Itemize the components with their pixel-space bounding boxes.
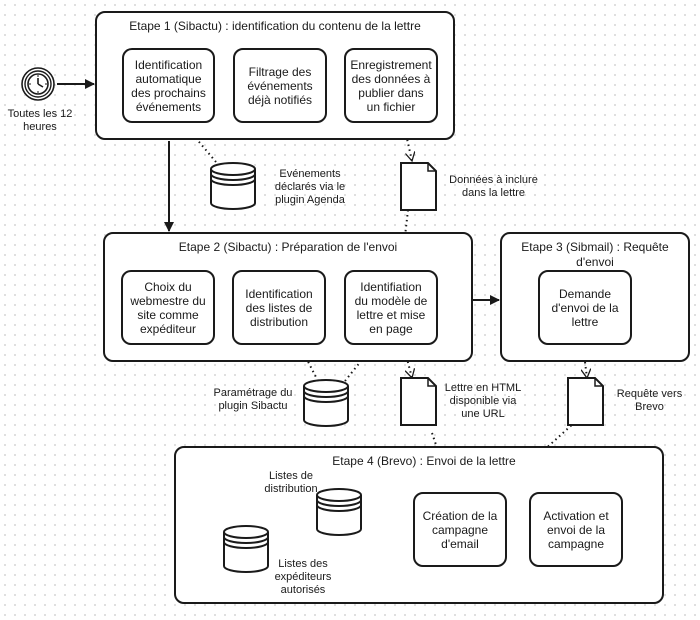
agenda-store-label: Evénements déclarés via le plugin Agenda bbox=[274, 168, 346, 206]
agenda-database-icon[interactable] bbox=[209, 161, 257, 211]
sibactu-settings-database-icon[interactable] bbox=[302, 378, 350, 428]
distribution-lists-database-icon[interactable] bbox=[315, 487, 363, 537]
timer-label: Toutes les 12 heures bbox=[7, 108, 73, 133]
task-identify-lists[interactable]: Identification des listes de distributio… bbox=[232, 270, 326, 345]
stage2-title: Etape 2 (Sibactu) : Préparation de l'env… bbox=[178, 240, 398, 254]
stage3-title: Etape 3 (Sibmail) : Requête d'envoi bbox=[521, 240, 669, 269]
task-filter-events[interactable]: Filtrage des événements déjà notifiés bbox=[233, 48, 327, 123]
html-letter-label: Lettre en HTML disponible via une URL bbox=[444, 382, 522, 420]
request-to-document-association bbox=[585, 361, 587, 378]
timer-start-event[interactable] bbox=[20, 66, 56, 102]
task-create-campaign[interactable]: Création de la campagne d'email bbox=[413, 492, 507, 567]
task-choose-sender[interactable]: Choix du webmestre du site comme expédit… bbox=[121, 270, 215, 345]
html-letter-document-icon[interactable] bbox=[400, 377, 438, 427]
task-identify-template[interactable]: Identifiation du modèle de lettre et mis… bbox=[344, 270, 438, 345]
stage1-title: Etape 1 (Sibactu) : identification du co… bbox=[129, 19, 421, 33]
brevo-request-label: Requête vers Brevo bbox=[616, 388, 683, 413]
letter-data-label: Données à inclure dans la lettre bbox=[449, 174, 538, 199]
task-send-request[interactable]: Demande d'envoi de la lettre bbox=[538, 270, 632, 345]
brevo-request-document-icon[interactable] bbox=[567, 377, 605, 427]
task-activate-campaign[interactable]: Activation et envoi de la campagne bbox=[529, 492, 623, 567]
sibactu-settings-label: Paramétrage du plugin Sibactu bbox=[213, 387, 293, 412]
distribution-lists-label: Listes de distribution bbox=[264, 470, 318, 495]
task-save-data[interactable]: Enregistrement des données à publier dan… bbox=[344, 48, 438, 123]
stage4-title: Etape 4 (Brevo) : Envoi de la lettre bbox=[332, 454, 516, 468]
clock-icon bbox=[21, 67, 55, 101]
senders-database-icon[interactable] bbox=[222, 524, 270, 574]
letter-data-document-icon[interactable] bbox=[400, 162, 438, 212]
task-identify-events[interactable]: Identification automatique des prochains… bbox=[122, 48, 215, 123]
senders-label: Listes des expéditeurs autorisés bbox=[274, 558, 332, 596]
